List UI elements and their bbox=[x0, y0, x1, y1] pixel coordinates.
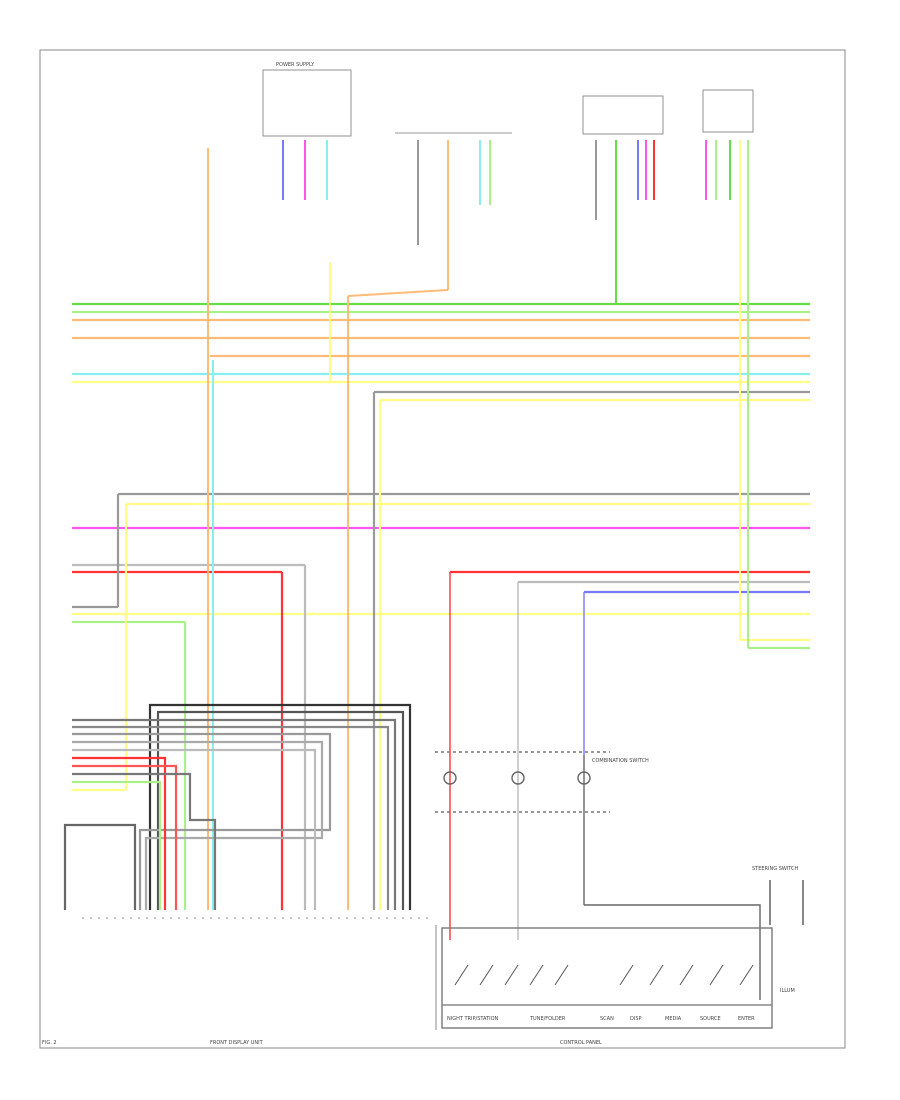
control-panel-wires bbox=[435, 572, 804, 1029]
switch-symbols bbox=[454, 964, 754, 986]
control-panel-label: CONTROL PANEL bbox=[560, 1040, 602, 1046]
steering-switch-label: STEERING SWITCH bbox=[752, 866, 799, 872]
illum-label: ILLUM bbox=[780, 988, 795, 994]
vertical-wires bbox=[207, 140, 749, 910]
component-box-1 bbox=[262, 69, 352, 137]
front-display-unit-label: FRONT DISPLAY UNIT bbox=[210, 1040, 264, 1046]
switch-label-5: MEDIA bbox=[665, 1016, 682, 1022]
combination-switch-label: COMBINATION SWITCH bbox=[592, 758, 649, 764]
switch-label-1: NIGHT TRIP/STATION bbox=[447, 1016, 499, 1022]
bus-lines-top bbox=[72, 302, 810, 402]
switch-label-6: SOURCE bbox=[700, 1016, 721, 1022]
switch-label-3: SCAN bbox=[600, 1016, 614, 1022]
connector-pins bbox=[82, 917, 437, 1030]
component-box-2 bbox=[582, 95, 664, 135]
switch-label-4: DISP bbox=[630, 1016, 642, 1022]
unit-wires bbox=[63, 392, 412, 910]
diagram-frame bbox=[39, 49, 846, 1049]
bus-lines-middle bbox=[72, 492, 810, 650]
switch-label-7: ENTER bbox=[738, 1016, 755, 1022]
switch-label-2: TUNE/FOLDER bbox=[529, 1016, 566, 1022]
top-components bbox=[262, 69, 754, 137]
component-box-3 bbox=[702, 89, 754, 133]
power-supply-label: POWER SUPPLY bbox=[276, 62, 315, 68]
figure-label: FIG. 2 bbox=[42, 1040, 57, 1046]
